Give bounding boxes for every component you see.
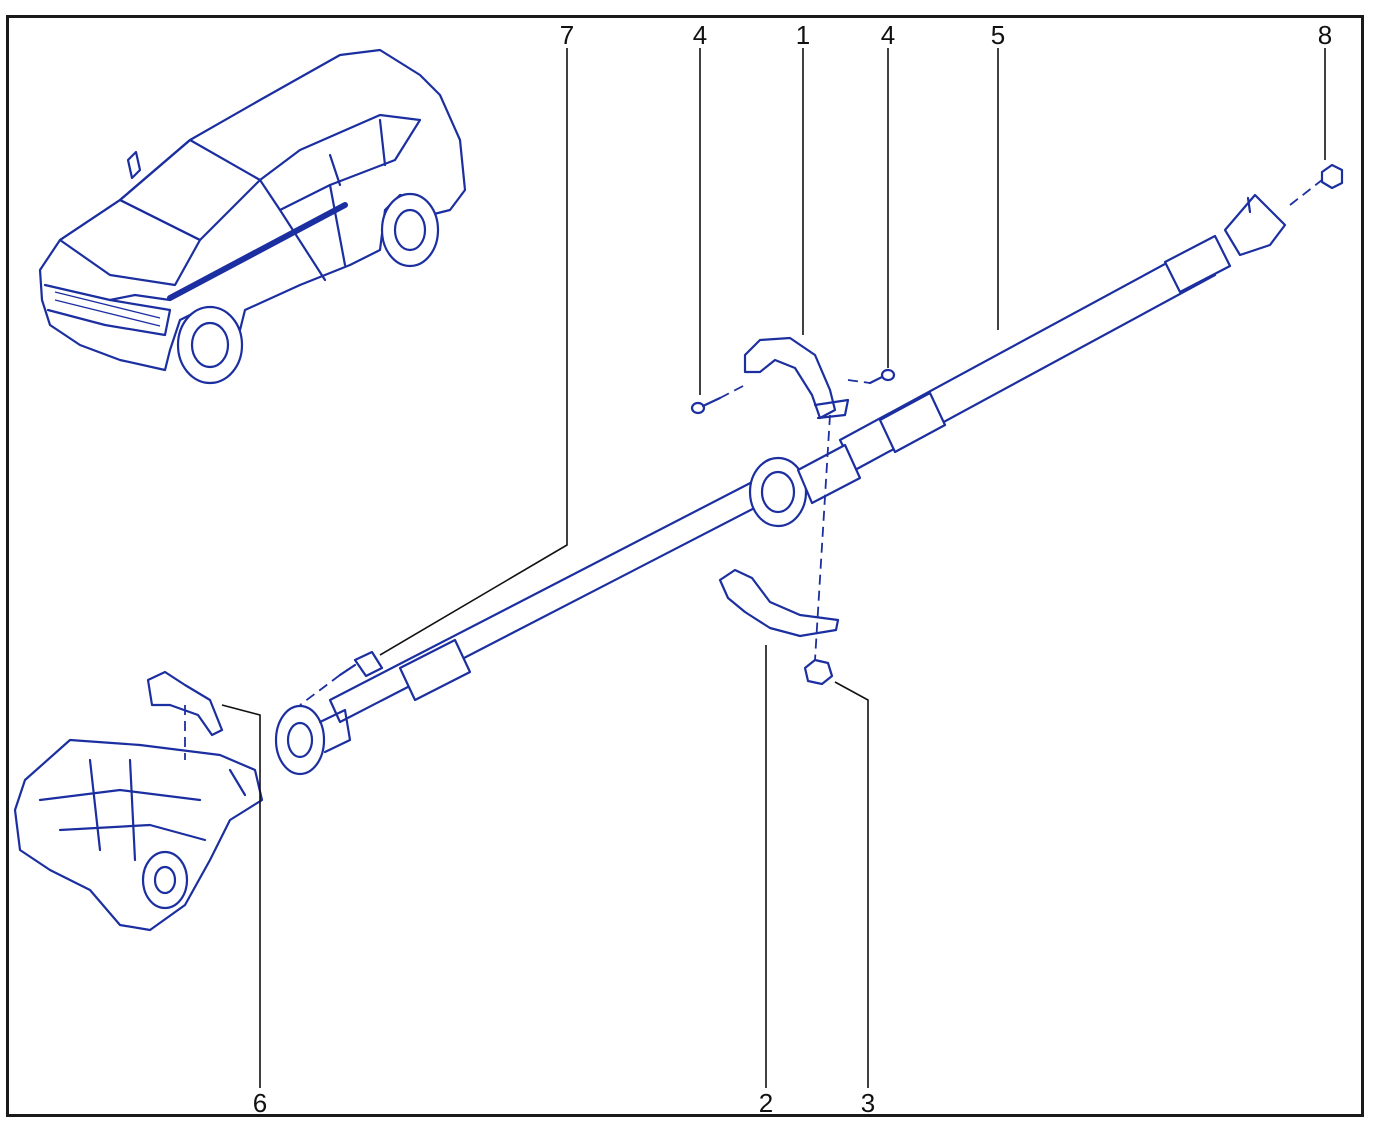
transfer-gearbox-illustration	[13, 738, 264, 932]
callout-4-left: 4	[693, 20, 707, 50]
callout-3: 3	[861, 1088, 875, 1118]
transfer-box-bracket	[146, 670, 224, 737]
upper-support-strap	[743, 336, 850, 420]
callout-7: 7	[560, 20, 574, 50]
callout-labels: 7 4 1 4 5 8 6 2 3	[253, 20, 1332, 1118]
callout-5: 5	[991, 20, 1005, 50]
callout-1: 1	[796, 20, 810, 50]
bolt-right	[868, 368, 896, 385]
flange-bolt	[338, 650, 384, 678]
assembly-lines	[184, 179, 1323, 760]
callout-8: 8	[1318, 20, 1332, 50]
propeller-shaft	[274, 193, 1287, 776]
nut	[803, 658, 834, 686]
lower-support-bracket	[718, 568, 840, 638]
callout-6: 6	[253, 1088, 267, 1118]
callout-2: 2	[759, 1088, 773, 1118]
bolt-left	[690, 396, 722, 415]
vehicle-locator-illustration	[38, 48, 467, 385]
rear-nut	[1320, 163, 1344, 190]
leader-lines	[221, 48, 1326, 1088]
callout-4-right: 4	[881, 20, 895, 50]
